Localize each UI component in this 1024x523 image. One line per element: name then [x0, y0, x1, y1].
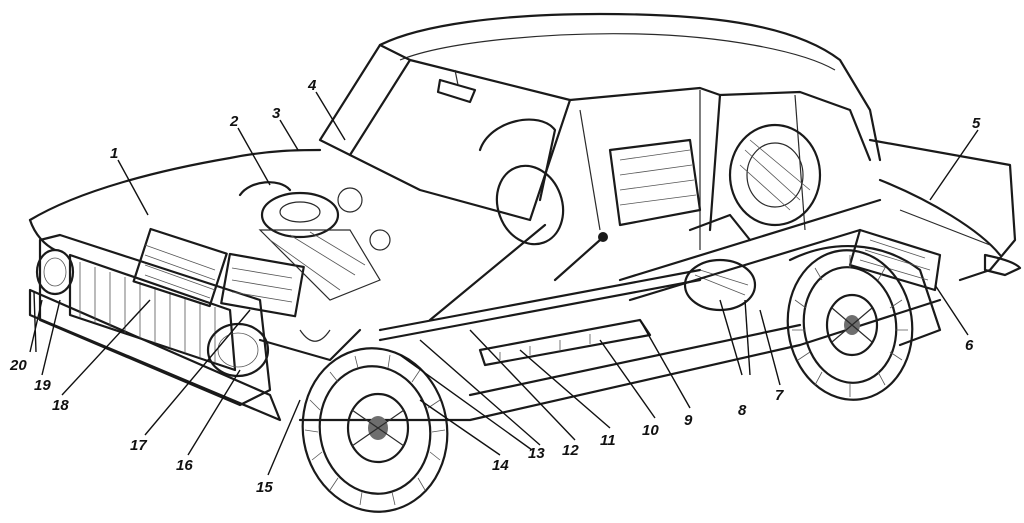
leader-2: [237, 127, 271, 186]
callout-6: 6: [965, 337, 974, 354]
leader-12: [469, 329, 576, 441]
leader-10: [599, 339, 656, 419]
leader-4: [315, 91, 346, 141]
engine-compartment: [132, 181, 391, 318]
callout-7: 7: [775, 387, 784, 404]
callout-12: 12: [562, 442, 579, 459]
drivetrain: [258, 198, 942, 367]
callout-16: 16: [176, 457, 193, 474]
leader-13a: [419, 339, 541, 446]
front-wheel: [301, 347, 449, 513]
leader-20b: [33, 291, 37, 353]
leader-19: [41, 299, 61, 376]
callout-11: 11: [600, 432, 616, 449]
rear-wheel: [786, 249, 914, 401]
interior: [428, 118, 822, 322]
leader-14: [419, 399, 501, 456]
front-grille: [68, 253, 237, 372]
leader-8a: [719, 299, 743, 376]
headlight-left: [35, 248, 75, 296]
callout-8: 8: [738, 402, 747, 419]
callout-17: 17: [130, 437, 147, 454]
leader-11: [519, 349, 611, 429]
callout-14: 14: [492, 457, 509, 474]
leader-7: [759, 309, 781, 386]
leader-1: [117, 159, 149, 216]
car-body: [28, 12, 1022, 422]
leader-6: [934, 284, 969, 336]
leader-20a: [29, 299, 43, 353]
callout-20: 20: [9, 357, 27, 374]
callout-4: 4: [307, 77, 317, 94]
leader-9: [639, 319, 691, 409]
leader-5: [929, 129, 979, 201]
rear-view-mirror: [436, 69, 477, 104]
callout-9: 9: [684, 412, 693, 429]
callout-10: 10: [642, 422, 659, 439]
callout-13: 13: [528, 445, 545, 462]
callout-numbers: 1 2 3 4 5 6 7 8 9 10 11 12 13 14 15 16 1…: [9, 77, 981, 496]
leader-3: [279, 119, 299, 151]
leader-15: [267, 399, 301, 476]
callout-1: 1: [110, 145, 118, 162]
leader-17: [144, 309, 251, 436]
callout-2: 2: [229, 113, 239, 130]
leader-13b: [399, 354, 533, 451]
leader-18: [61, 299, 151, 396]
callout-5: 5: [972, 115, 981, 132]
callout-18: 18: [52, 397, 69, 414]
leader-16: [187, 369, 241, 456]
leader-8b: [744, 299, 751, 376]
callout-19: 19: [34, 377, 51, 394]
callout-3: 3: [272, 105, 281, 122]
callout-15: 15: [256, 479, 273, 496]
leader-lines: [29, 91, 979, 476]
